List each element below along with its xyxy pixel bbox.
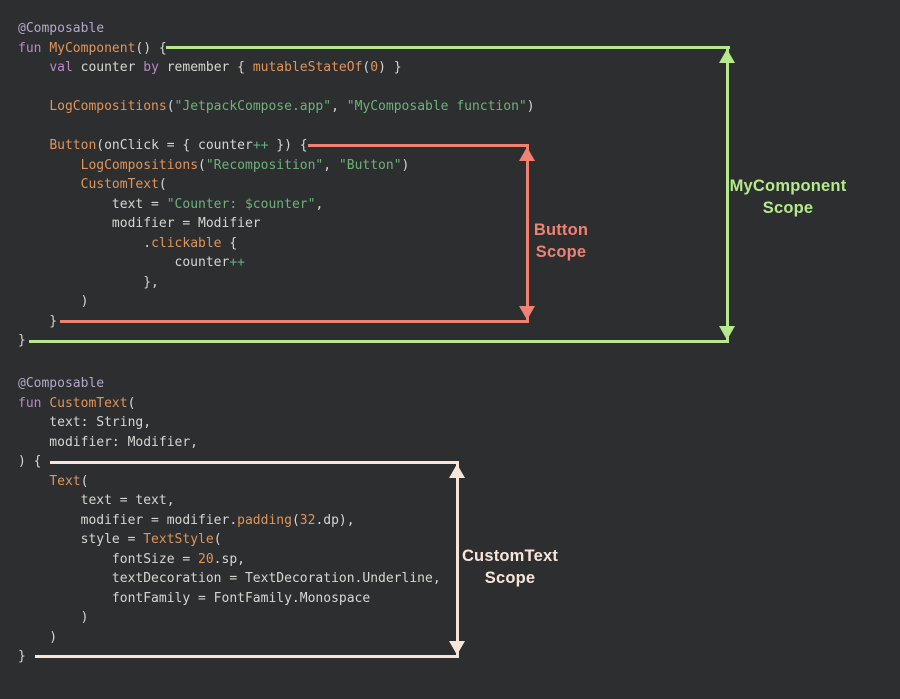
customtext-scope-arrowhead-down-icon xyxy=(449,641,465,655)
mycomponent-scope-arrow-top-line xyxy=(166,46,730,49)
button-scope-label: Button Scope xyxy=(511,220,611,263)
customtext-scope-label-line2: Scope xyxy=(484,568,536,587)
mycomponent-scope-label: MyComponent Scope xyxy=(703,176,873,219)
mycomponent-scope-label-line1: MyComponent xyxy=(729,177,847,195)
button-scope-arrowhead-down-icon xyxy=(519,306,535,320)
customtext-scope-arrow-bottom-line xyxy=(35,655,459,658)
customtext-scope-label: CustomText Scope xyxy=(425,546,595,589)
customtext-scope-arrow-top-line xyxy=(50,461,459,464)
button-scope-label-line2: Scope xyxy=(535,242,587,261)
mycomponent-scope-arrow-bottom-line xyxy=(29,340,729,343)
button-scope-arrow-top-line xyxy=(308,144,529,147)
customtext-scope-arrowhead-up-icon xyxy=(449,464,465,478)
mycomponent-scope-arrowhead-down-icon xyxy=(719,326,735,340)
button-scope-label-line1: Button xyxy=(533,221,589,239)
button-scope-arrow-bottom-line xyxy=(60,320,529,323)
mycomponent-scope-arrow-vertical-line xyxy=(726,46,729,343)
customtext-scope-label-line1: CustomText xyxy=(461,547,559,565)
button-scope-arrowhead-up-icon xyxy=(519,147,535,161)
customtext-scope-arrow-vertical-line xyxy=(456,461,459,658)
mycomponent-scope-arrowhead-up-icon xyxy=(719,49,735,63)
button-scope-arrow-vertical-line xyxy=(526,144,529,323)
mycomponent-scope-label-line2: Scope xyxy=(762,198,814,217)
